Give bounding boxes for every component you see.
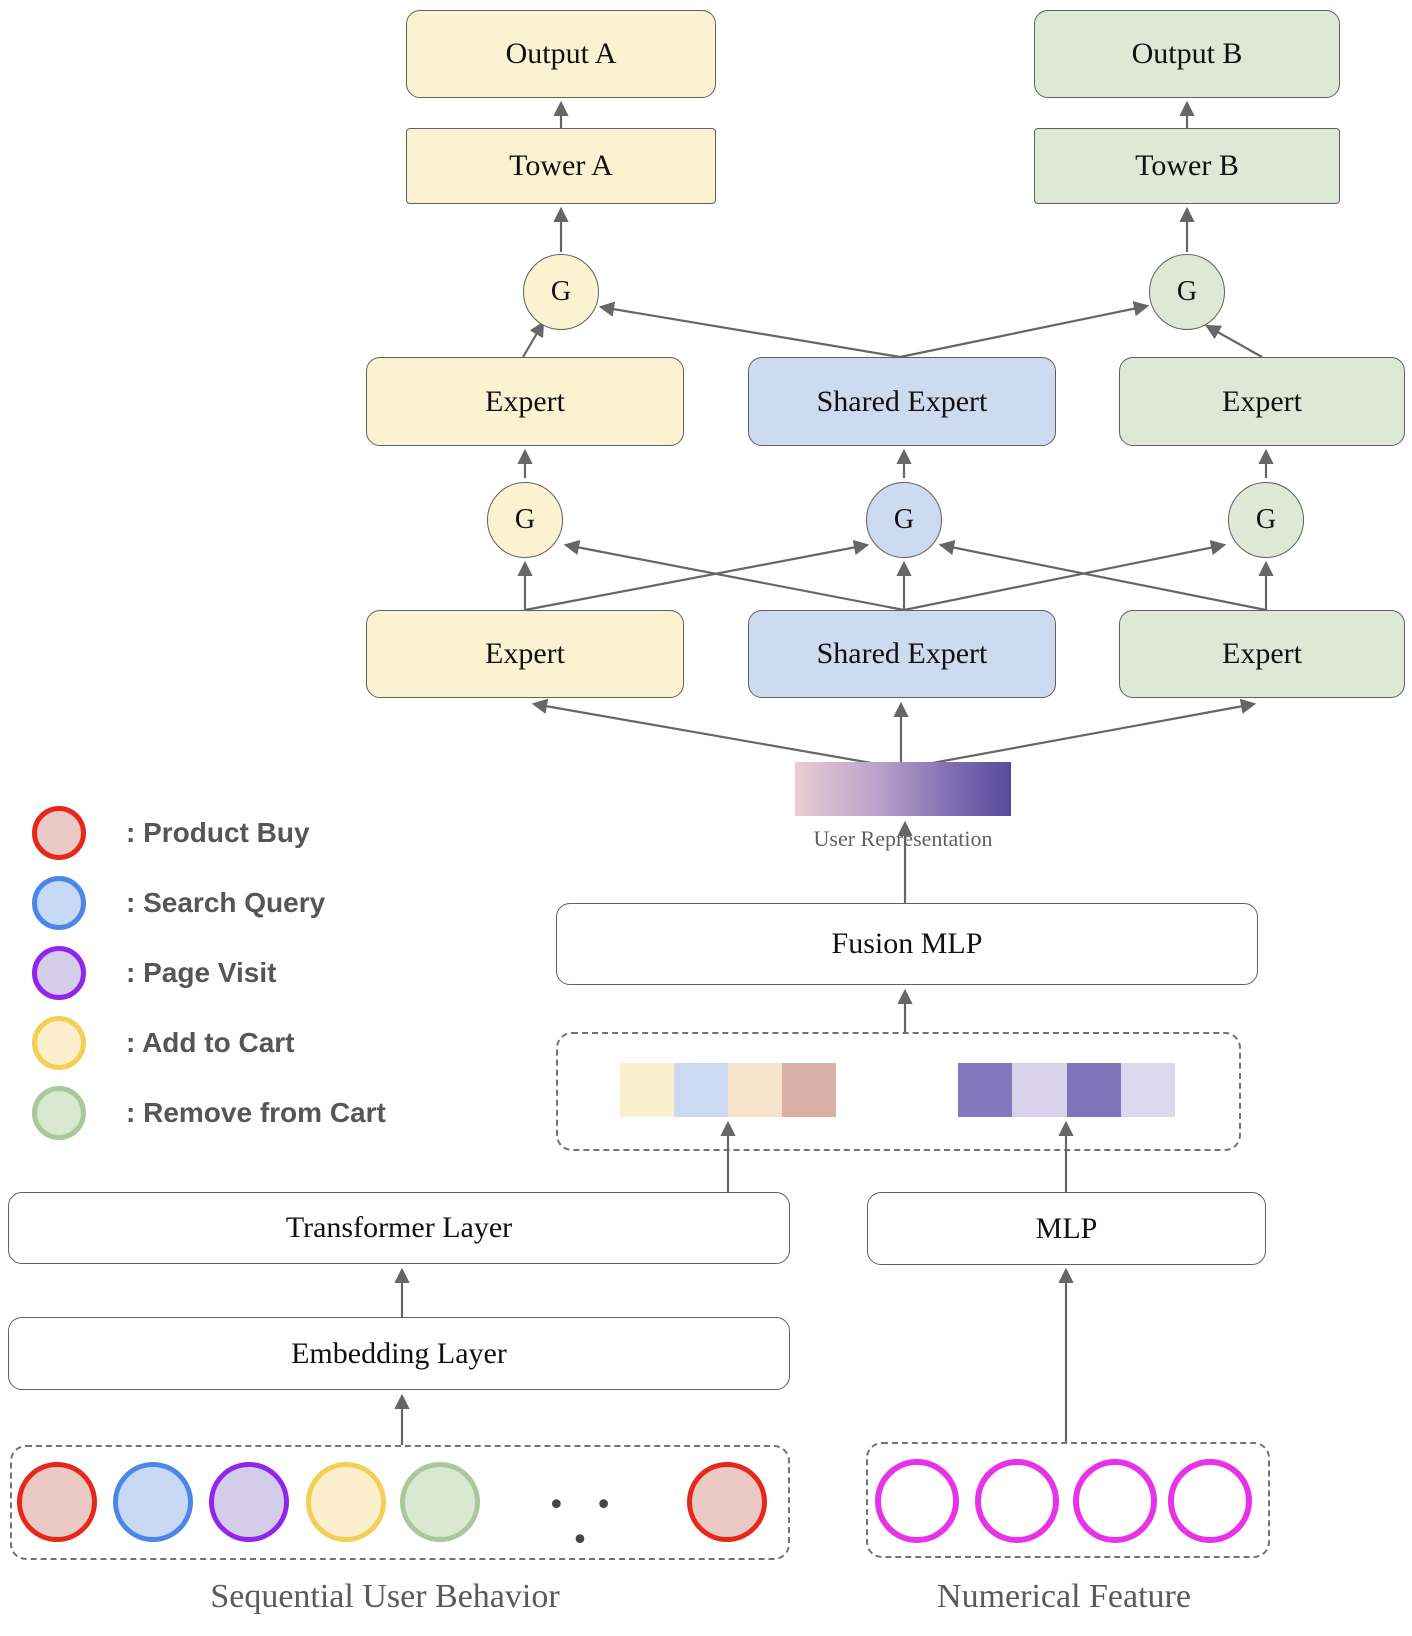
- gate-label: G: [550, 276, 572, 307]
- gate-label: G: [893, 504, 915, 535]
- expert-upper-task-a: Expert: [366, 357, 684, 446]
- legend-circle-remove-from-cart: [32, 1086, 86, 1140]
- legend-circle-page-visit: [32, 946, 86, 1000]
- expert-upper-task-b: Expert: [1119, 357, 1405, 446]
- legend-label: : Search Query: [126, 887, 326, 918]
- legend-label: : Add to Cart: [126, 1027, 295, 1058]
- mlp-box: MLP: [867, 1192, 1266, 1265]
- output-a-label: Output A: [505, 37, 617, 70]
- transformer-layer-label: Transformer Layer: [285, 1211, 513, 1244]
- fusion-mlp-box: Fusion MLP: [556, 903, 1258, 985]
- shared-expert-label: Shared Expert: [816, 384, 988, 418]
- gate-mid-task-a: G: [487, 482, 563, 558]
- numerical-feature-circle: [875, 1459, 959, 1543]
- behavior-embedding-strip: [620, 1063, 836, 1117]
- numerical-feature-circle: [1168, 1459, 1252, 1543]
- output-b-box: Output B: [1034, 10, 1340, 98]
- legend-item-add-to-cart: : Add to Cart: [32, 1015, 462, 1071]
- embedding-layer-box: Embedding Layer: [8, 1317, 790, 1390]
- embedding-layer-label: Embedding Layer: [291, 1336, 507, 1370]
- tower-b-label: Tower B: [1135, 149, 1239, 182]
- gate-label: G: [514, 504, 536, 535]
- legend-item-page-visit: : Page Visit: [32, 945, 462, 1001]
- sequential-user-behavior-caption: Sequential User Behavior: [210, 1578, 560, 1615]
- fusion-mlp-label: Fusion MLP: [831, 927, 983, 960]
- legend-circle-search-query: [32, 876, 86, 930]
- expert-label: Expert: [485, 637, 565, 670]
- behavior-circle-product-buy: [687, 1462, 767, 1542]
- embedding-segment: [1012, 1063, 1067, 1117]
- behavior-circle-product-buy: [17, 1462, 97, 1542]
- numerical-embedding-strip: [958, 1063, 1175, 1117]
- legend-item-search-query: : Search Query: [32, 875, 462, 931]
- shared-expert-label: Shared Expert: [816, 637, 988, 670]
- expert-label: Expert: [1222, 637, 1302, 670]
- gate-task-b: G: [1149, 254, 1225, 330]
- expert-lower-task-b: Expert: [1119, 610, 1405, 698]
- legend-item-remove-from-cart: : Remove from Cart: [32, 1085, 462, 1141]
- behavior-circle-remove-from-cart: [400, 1462, 480, 1542]
- user-representation-bar: [795, 762, 1011, 816]
- behavior-ellipsis: • • •: [547, 1488, 623, 1558]
- legend-label: : Page Visit: [126, 957, 277, 988]
- gate-mid-shared: G: [866, 482, 942, 558]
- legend-circle-add-to-cart: [32, 1016, 86, 1070]
- output-b-label: Output B: [1131, 37, 1243, 70]
- embedding-segment: [674, 1063, 728, 1117]
- embedding-segment: [728, 1063, 782, 1117]
- embedding-segment: [782, 1063, 836, 1117]
- numerical-feature-caption: Numerical Feature: [937, 1578, 1191, 1615]
- numerical-feature-circle: [1073, 1459, 1157, 1543]
- legend-label: : Product Buy: [126, 817, 310, 848]
- embedding-segment: [958, 1063, 1013, 1117]
- gate-label: G: [1255, 504, 1277, 535]
- expert-lower-task-a: Expert: [366, 610, 684, 698]
- transformer-layer-box: Transformer Layer: [8, 1192, 790, 1264]
- mlp-label: MLP: [1035, 1211, 1098, 1245]
- embedding-segment: [1066, 1063, 1121, 1117]
- legend-item-product-buy: : Product Buy: [32, 805, 462, 861]
- legend-circle-product-buy: [32, 806, 86, 860]
- expert-label: Expert: [1222, 384, 1302, 418]
- shared-expert-upper: Shared Expert: [748, 357, 1056, 446]
- behavior-circle-add-to-cart: [306, 1462, 386, 1542]
- behavior-circle-search-query: [113, 1462, 193, 1542]
- output-a-box: Output A: [406, 10, 716, 98]
- tower-a-box: Tower A: [406, 128, 716, 204]
- embedding-segment: [620, 1063, 674, 1117]
- gate-mid-task-b: G: [1228, 482, 1304, 558]
- legend-label: : Remove from Cart: [126, 1097, 386, 1128]
- behavior-circle-page-visit: [209, 1462, 289, 1542]
- expert-label: Expert: [485, 384, 565, 418]
- tower-b-box: Tower B: [1034, 128, 1340, 204]
- shared-expert-lower: Shared Expert: [748, 610, 1056, 698]
- gate-task-a: G: [523, 254, 599, 330]
- user-representation-label: User Representation: [813, 826, 993, 851]
- gate-label: G: [1176, 276, 1198, 307]
- tower-a-label: Tower A: [509, 149, 613, 182]
- numerical-feature-circle: [975, 1459, 1059, 1543]
- embedding-segment: [1120, 1063, 1175, 1117]
